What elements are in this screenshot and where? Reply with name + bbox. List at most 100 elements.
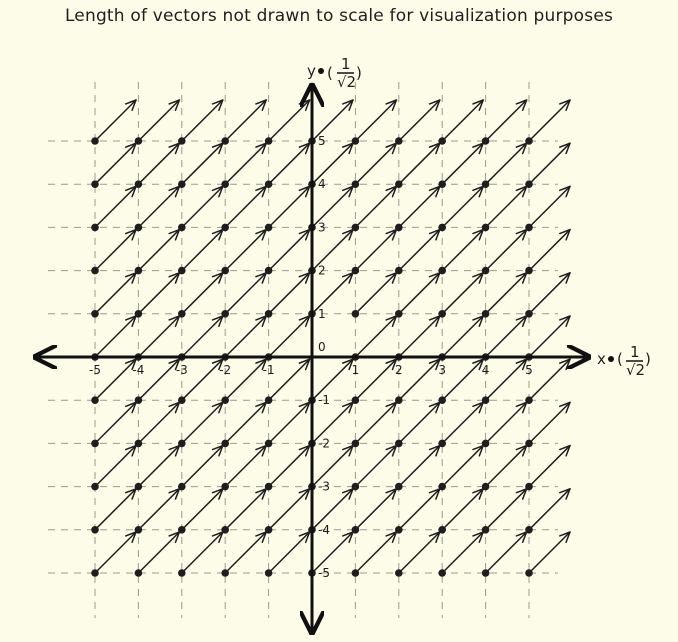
x-axis-label: x ( 1 √2 ) [597,343,651,379]
vector-arrow [178,401,224,448]
y-scale-denominator: √2 [337,73,356,91]
vector-tail-dot [525,180,533,188]
y-axis-label: y ( 1 √2 ) [307,55,362,91]
vector-shaft [181,444,224,488]
vector-tail-dot [395,439,403,448]
vector-arrow [525,99,571,145]
vector-tail-dot [525,310,533,318]
vector-shaft [528,142,571,185]
open-paren: ( [327,64,333,82]
vector-arrow [91,185,137,232]
x-scale-denominator: √2 [626,361,645,379]
y-tick-label: -2 [318,436,330,450]
vector-shaft [137,272,181,315]
vector-shaft [267,401,311,445]
vector-tail-dot [178,482,186,491]
vector-arrow [308,142,354,188]
vector-tail-dot [91,396,99,405]
vector-arrow [481,185,528,232]
vector-shaft [181,531,224,574]
vector-arrow [395,315,441,361]
vector-tail-dot [91,137,99,145]
vector-shaft [398,358,441,401]
x-tick-label: -3 [176,363,188,377]
vector-arrow [91,142,137,188]
x-tick-label: 1 [352,363,360,377]
vector-arrow [221,272,267,318]
vector-tail-dot [221,396,229,405]
vector-tail-dot [438,223,447,232]
vector-tail-dot [221,310,229,318]
vector-head [558,401,571,414]
vector-arrow [91,228,137,275]
vector-tail-dot [221,180,229,188]
close-paren: ) [356,64,362,82]
vector-tail-dot [178,310,186,318]
vector-arrow [264,228,311,275]
vector-arrow [438,185,484,232]
vector-tail-dot [395,223,403,232]
vector-arrow [395,185,441,232]
vector-arrow [351,531,398,577]
vector-head [385,99,398,112]
vector-shaft [181,401,224,445]
vector-tail-dot [178,569,186,577]
vector-head [558,99,571,112]
vector-tail-dot [351,569,360,577]
vector-shaft [224,315,267,358]
vector-shaft [137,488,181,531]
vector-tail-dot [351,439,360,448]
y-tick-label: -3 [318,480,330,494]
vector-shaft [94,444,137,488]
vector-arrow [308,99,354,145]
vector-tail-dot [264,569,273,577]
vector-tail-dot [525,223,533,232]
vector-tail-dot [525,526,533,534]
vector-tail-dot [221,223,229,232]
vector-shaft [94,228,137,272]
vector-field [91,99,571,577]
vector-shaft [441,272,484,315]
vector-shaft [484,185,528,229]
multiply-dot [318,68,324,74]
vector-head [472,99,484,112]
vector-arrow [481,315,528,361]
vector-shaft [441,358,484,401]
vector-shaft [224,185,267,229]
vector-shaft [354,185,398,229]
vector-arrow [264,531,311,577]
vector-tail-dot [221,569,229,577]
vector-arrow [438,272,484,318]
vector-shaft [137,185,181,229]
vector-arrow [178,531,224,577]
y-tick-label: 4 [318,177,326,191]
vector-arrow [308,272,354,318]
vector-shaft [267,272,311,315]
vector-arrow [481,99,528,145]
vector-arrow [351,401,398,448]
vector-head [558,531,571,544]
vector-tail-dot [525,439,533,448]
vector-shaft [398,488,441,531]
vector-tail-dot [351,223,360,232]
vector-shaft [354,358,398,401]
vector-arrow [395,228,441,275]
vector-head [558,272,571,284]
vector-shaft [224,401,267,445]
vector-shaft [484,531,528,574]
vector-arrow [438,142,484,188]
vector-shaft [267,185,311,229]
vector-arrow [351,488,398,534]
vector-shaft [137,444,181,488]
vector-head [341,99,354,112]
vector-arrow [264,401,311,448]
x-tick-label: -5 [89,363,101,377]
vector-shaft [441,315,484,358]
vector-shaft [354,99,398,142]
vector-shaft [181,185,224,229]
vector-shaft [528,401,571,445]
vector-arrow [91,272,137,318]
y-tick-label: -5 [318,566,330,580]
vector-arrow [525,488,571,534]
